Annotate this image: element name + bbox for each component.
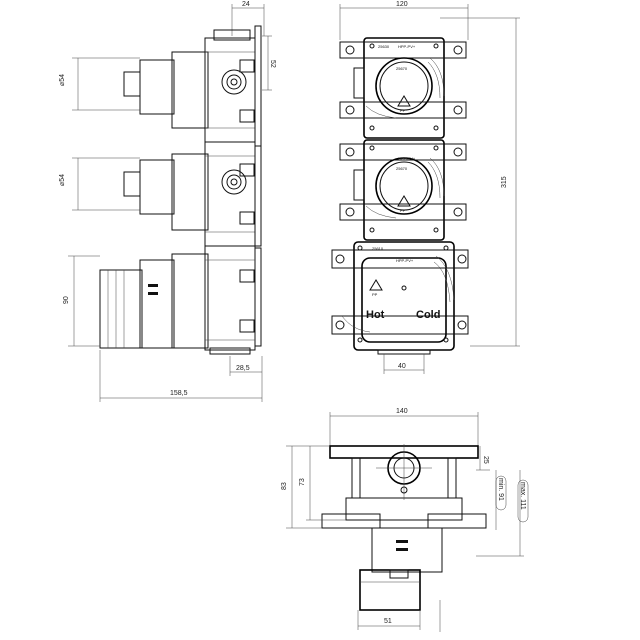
middle-outlet	[221, 169, 247, 195]
dim-label-25: 25	[482, 456, 489, 464]
dim-label-52: 52	[269, 60, 276, 68]
recycle-icon	[369, 279, 383, 291]
cold-label: Cold	[416, 309, 440, 321]
module-mid-mark: PP	[400, 208, 406, 213]
module-top-mark: PP	[400, 108, 406, 113]
dim-label-120: 120	[396, 1, 408, 8]
upper-body	[204, 37, 256, 143]
dim-label-24: 24	[242, 1, 250, 8]
dim-label-dia-middle: ⌀54	[59, 174, 66, 186]
dim-label-158-5: 158,5	[170, 390, 188, 397]
module-bottom: 25610 HPP-PV+ PP Hot Cold	[331, 241, 469, 355]
dim-label-83: 83	[281, 482, 288, 490]
dim-label-315: 315	[501, 176, 508, 188]
dim-label-51: 51	[384, 618, 392, 625]
dim-label-90: 90	[63, 296, 70, 304]
dim-label-max-111: max. 111	[519, 482, 526, 510]
recycle-icon	[397, 95, 411, 107]
module-top-code: 25630	[378, 44, 390, 49]
bottom-view: 140 83 73 25	[281, 408, 529, 632]
front-view: 120 315 25630 HPP-PV+ 25670	[331, 1, 520, 374]
module-top: 25630 HPP-PV+ 25670 PP	[339, 37, 467, 139]
module-mid-tag: HPP-PV+	[398, 156, 416, 161]
module-top-tag: HPP-PV+	[398, 44, 416, 49]
module-top-sub: 25670	[396, 66, 408, 71]
recycle-icon	[397, 195, 411, 207]
hot-label: Hot	[366, 309, 385, 321]
module-middle: HPP-PV+ 25670 PP	[339, 139, 467, 241]
module-bottom-tag: HPP-PV+	[396, 258, 414, 263]
module-bottom-mark: PP	[372, 292, 378, 297]
module-mid-sub: 25670	[396, 166, 408, 171]
dim-label-28-5: 28,5	[236, 365, 250, 372]
dim-label-73: 73	[299, 478, 306, 486]
upper-outlet	[221, 69, 247, 95]
lower-body	[204, 245, 256, 351]
middle-body	[204, 141, 256, 247]
dim-label-min-91: min. 91	[497, 478, 504, 501]
side-view: 24 52 ⌀54	[59, 1, 276, 402]
dim-label-dia-upper: ⌀54	[59, 74, 66, 86]
dim-label-40: 40	[398, 363, 406, 370]
module-bottom-code: 25610	[372, 246, 384, 251]
dim-label-140: 140	[396, 408, 408, 415]
